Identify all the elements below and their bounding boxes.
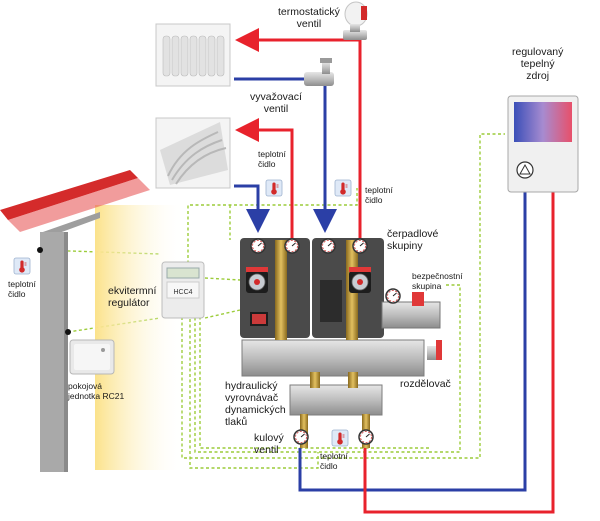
boiler-icon: [507, 95, 579, 193]
wall-column: [40, 232, 64, 472]
radiator-icon: [155, 23, 231, 87]
pipes: [234, 28, 555, 514]
outdoor-sensor-point: [37, 247, 43, 253]
regulator-icon: HCC4: [161, 261, 205, 319]
indoor-sensor-point: [65, 329, 71, 335]
label-distributor: rozdělovač: [400, 378, 451, 390]
thermometer-icon: [331, 429, 349, 447]
house-wall: [0, 170, 185, 472]
thermometer-icon: [265, 179, 283, 197]
safety-group: [381, 288, 441, 329]
thermometer-icon: [13, 257, 31, 275]
balancing-valve-icon: [304, 58, 334, 86]
room-unit-icon: [69, 339, 115, 375]
pump-group-right: [312, 238, 384, 340]
distributor-block: [241, 339, 442, 448]
regulator-display: HCC4: [173, 289, 192, 296]
thermostatic-valve-icon: [343, 1, 368, 40]
floor-heating-icon: [155, 117, 231, 189]
thermometer-icon: [334, 179, 352, 197]
pump-group-left: [240, 238, 310, 340]
